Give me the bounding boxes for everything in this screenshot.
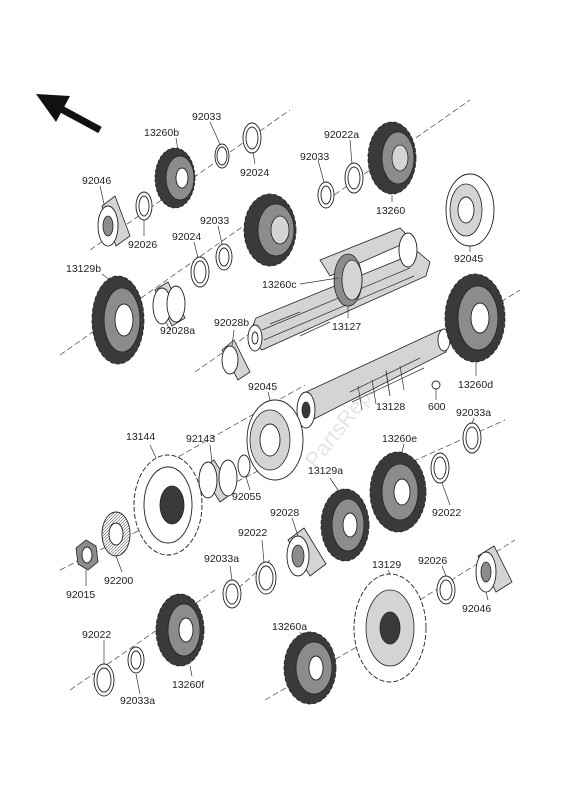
label-92033a-right: 92033a xyxy=(456,407,491,419)
part-600-dot xyxy=(431,380,441,390)
washer-92022-bot xyxy=(93,663,115,697)
gear-13260a xyxy=(283,631,337,705)
leader-lines xyxy=(85,121,489,695)
label-92028b: 92028b xyxy=(214,317,249,329)
label-92200: 92200 xyxy=(104,575,133,587)
label-92055: 92055 xyxy=(232,491,261,503)
label-13144: 13144 xyxy=(126,431,155,443)
washer-92022-mid xyxy=(255,561,277,595)
gear-13129a xyxy=(320,488,370,562)
shaft-13128 xyxy=(296,328,451,429)
label-13260: 13260 xyxy=(376,205,405,217)
bearing-92045-mid xyxy=(246,399,304,481)
label-13129b: 13129b xyxy=(66,263,101,275)
label-92033-mid: 92033 xyxy=(300,151,329,163)
oring-92055 xyxy=(237,454,251,478)
washer-92024-top xyxy=(242,122,262,154)
label-13129: 13129 xyxy=(372,559,401,571)
label-13260a: 13260a xyxy=(272,621,307,633)
label-13260b: 13260b xyxy=(144,127,179,139)
ring-92033a-mid xyxy=(222,579,242,609)
gear-13129 xyxy=(353,573,427,683)
ring-92033-left xyxy=(215,243,233,271)
gear-13260 xyxy=(367,121,417,195)
label-92028a: 92028a xyxy=(160,325,195,337)
gear-13260f xyxy=(155,593,205,667)
ring-92033-mid xyxy=(317,181,335,209)
ring-92033a-right xyxy=(462,422,482,454)
bearing-92046-top xyxy=(97,195,131,247)
bearing-92045-top xyxy=(445,173,495,247)
label-13128: 13128 xyxy=(376,401,405,413)
washer-92022-right xyxy=(430,452,450,484)
label-13260f: 13260f xyxy=(172,679,204,691)
label-92033-top: 92033 xyxy=(192,111,221,123)
label-600: 600 xyxy=(428,401,446,413)
label-13127: 13127 xyxy=(332,321,361,333)
washer-92022a xyxy=(344,162,364,194)
washer-92026-top xyxy=(135,191,153,221)
label-92143: 92143 xyxy=(186,433,215,445)
label-13260e: 13260e xyxy=(382,433,417,445)
collar-92143 xyxy=(198,459,238,503)
bearing-92046-bot xyxy=(475,545,513,593)
gear-13260e xyxy=(369,451,427,533)
label-92033a-mid: 92033a xyxy=(204,553,239,565)
bearing-92028 xyxy=(286,527,327,577)
label-92022-right: 92022 xyxy=(432,507,461,519)
label-92045-top: 92045 xyxy=(454,253,483,265)
gear-13129b xyxy=(91,275,145,365)
label-92026-bot: 92026 xyxy=(418,555,447,567)
nut-92015 xyxy=(75,539,99,571)
bearing-92028a xyxy=(152,281,186,327)
label-92024-mid: 92024 xyxy=(172,231,201,243)
label-92033a-bot: 92033a xyxy=(120,695,155,707)
label-92046-bot: 92046 xyxy=(462,603,491,615)
gear-13260d xyxy=(444,273,506,363)
label-92024-top: 92024 xyxy=(240,167,269,179)
washer-92200 xyxy=(101,511,131,557)
gear-cluster-13260b-lower xyxy=(243,193,297,267)
gear-13260c xyxy=(333,253,363,307)
part-labels: 92033 13260b 92024 92022a 92046 92033 13… xyxy=(66,111,493,707)
sprocket-13144 xyxy=(133,454,203,556)
label-92026-top: 92026 xyxy=(128,239,157,251)
label-92022a: 92022a xyxy=(324,129,359,141)
label-92022-bot: 92022 xyxy=(82,629,111,641)
label-13260d: 13260d xyxy=(458,379,493,391)
label-92015: 92015 xyxy=(66,589,95,601)
bearing-92028b xyxy=(221,339,251,381)
ring-92033-top xyxy=(214,143,230,169)
label-13260c: 13260c xyxy=(262,279,296,291)
washer-92026-bot xyxy=(436,575,456,605)
ring-92033a-bot xyxy=(127,646,145,674)
label-92028: 92028 xyxy=(270,507,299,519)
label-92022-mid: 92022 xyxy=(238,527,267,539)
label-92033-left: 92033 xyxy=(200,215,229,227)
label-92046-top: 92046 xyxy=(82,175,111,187)
label-13129a: 13129a xyxy=(308,465,343,477)
gear-13260b xyxy=(154,147,196,209)
direction-arrow-icon xyxy=(36,94,102,134)
label-92045-mid: 92045 xyxy=(248,381,277,393)
washer-92024-mid xyxy=(190,256,210,288)
